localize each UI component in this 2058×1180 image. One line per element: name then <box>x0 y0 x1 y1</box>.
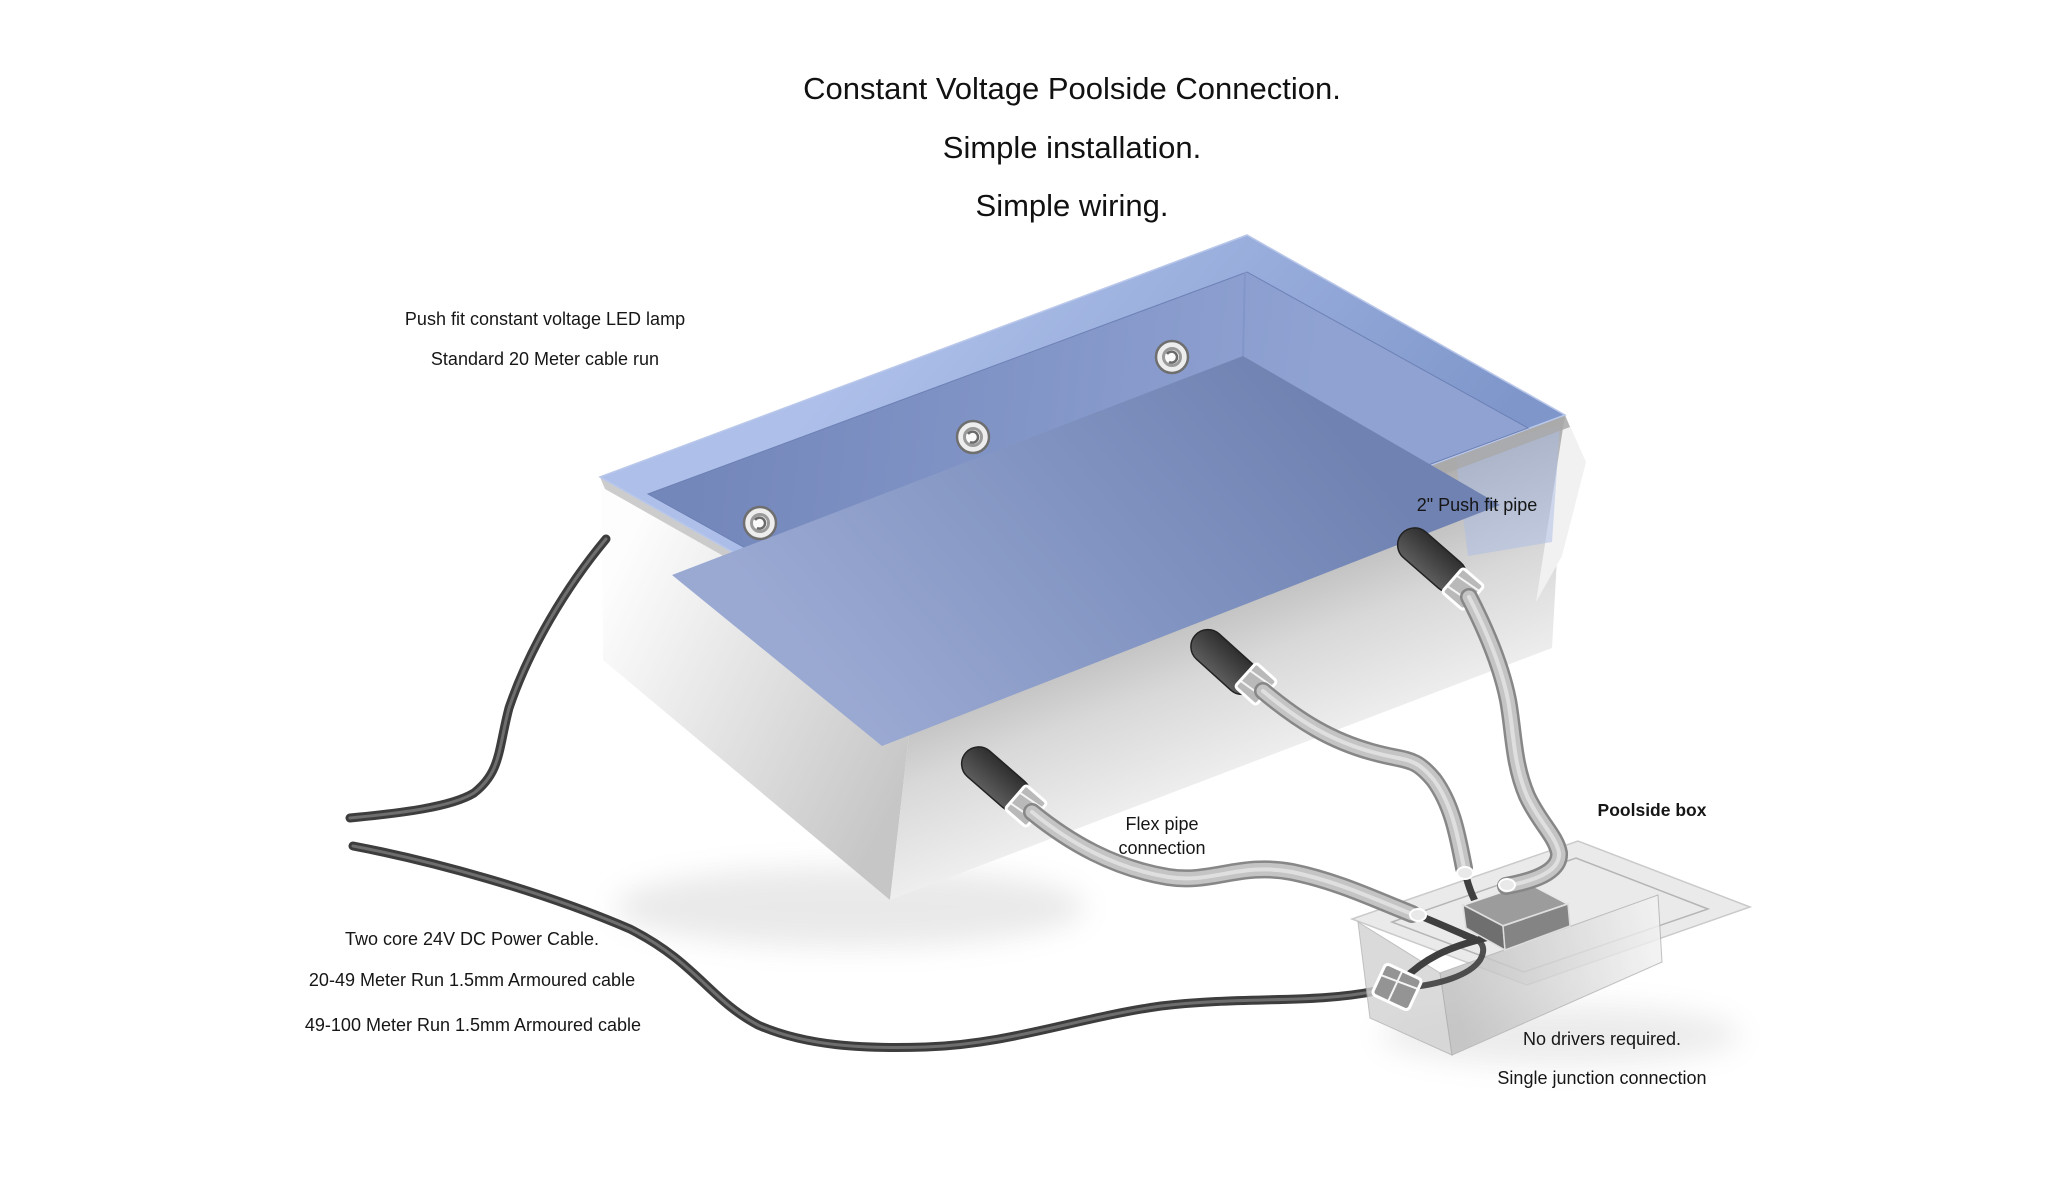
flex-pipe-1 <box>1023 803 1421 923</box>
led-cable <box>345 534 611 823</box>
pool-left-wall <box>601 478 918 900</box>
pipe-entry-caps <box>1409 866 1516 922</box>
label-push-fit-pipe: 2" Push fit pipe <box>1416 495 1538 515</box>
pool-shadow <box>615 867 1085 947</box>
led-lamp-3 <box>1154 339 1190 375</box>
label-poolside-box: Poolside box <box>1597 800 1707 820</box>
flex-pipe-2 <box>1254 682 1473 877</box>
diagram-title-line3: Simple wiring. <box>975 188 1169 223</box>
cable-gland <box>1371 962 1423 1012</box>
diagram-title-line1: Constant Voltage Poolside Connection. <box>803 71 1341 106</box>
label-flex-pipe: Flex pipe connection <box>1118 814 1206 858</box>
flex-pipe-3 <box>1460 588 1568 895</box>
pool-water <box>672 356 1500 746</box>
power-cable <box>348 841 1381 1053</box>
label-power-cable-line3: 49-100 Meter Run 1.5mm Armoured cable <box>304 1015 642 1035</box>
diagram-title-line2: Simple installation. <box>942 130 1202 165</box>
pipe-connector-3 <box>1396 527 1485 611</box>
label-no-drivers: No drivers required. <box>1522 1029 1682 1049</box>
pool-inner-corner-edge <box>1242 271 1246 357</box>
box-front-wall <box>1439 894 1663 1056</box>
label-led-lamp-line1: Push fit constant voltage LED lamp <box>404 309 686 329</box>
junction-connector <box>1460 881 1571 952</box>
label-led-lamp-line2: Standard 20 Meter cable run <box>430 349 660 369</box>
label-single-junction: Single junction connection <box>1497 1068 1707 1088</box>
led-lamp-1 <box>742 505 778 541</box>
led-lamp-2 <box>955 419 991 455</box>
label-power-cable-line2: 20-49 Meter Run 1.5mm Armoured cable <box>308 970 636 990</box>
pool-right-wall <box>1536 415 1586 602</box>
label-power-cable-line1: Two core 24V DC Power Cable. <box>344 929 600 949</box>
